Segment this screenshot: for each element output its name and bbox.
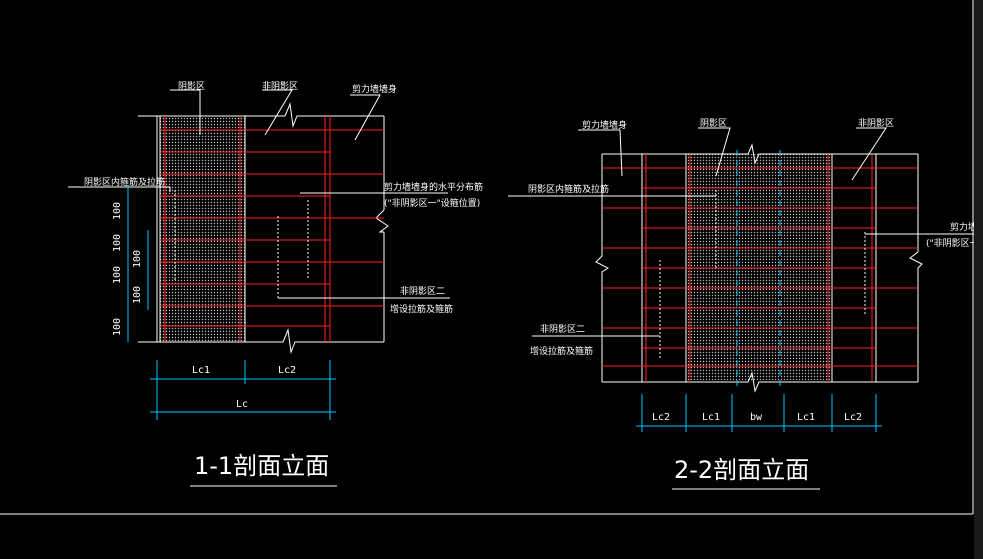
- bottom-dim-lc2: Lc2: [278, 365, 296, 376]
- section-2-leaders: [508, 127, 980, 337]
- label-hidden-stirrups: 阴影区内箍筋及拉筋: [84, 176, 165, 188]
- bottom2-dim-bw: bw: [750, 412, 763, 423]
- vdim-1: 100: [112, 202, 123, 220]
- section-2-2: 剪力墙墙身 阴影区 非阴影区 阴影区内箍筋及拉筋 剪力墙墙身 ("非阴影区一" …: [508, 117, 983, 490]
- label-wall-horizontal: 剪力墙墙身的水平分布筋: [384, 181, 483, 193]
- label-wall-horizontal-note: ("非阴影区一"设箍位置): [384, 197, 480, 209]
- label-hidden-zone: 阴影区: [178, 81, 205, 92]
- label-non-hidden-zone: 非阴影区: [262, 80, 298, 92]
- label-non-hidden-two: 非阴影区二: [400, 285, 445, 297]
- label-non-hidden-two-2: 非阴影区二: [540, 323, 585, 335]
- section-1-title: 1-1剖面立面: [194, 452, 329, 480]
- bottom-dim-lc: Lc: [236, 399, 248, 410]
- bottom-dim-lc1: Lc1: [192, 365, 210, 376]
- bottom2-dim-lc2-left: Lc2: [652, 412, 670, 423]
- bottom2-dim-lc1-left: Lc1: [702, 412, 720, 423]
- section-1-leaders: [68, 89, 450, 299]
- vdim-2: 100: [112, 234, 123, 252]
- section-1-1: 阴影区 非阴影区 剪力墙墙身 阴影区内箍筋及拉筋 剪力墙墙身的水平分布筋 ("非…: [68, 80, 483, 487]
- section-1-outline: [138, 102, 389, 354]
- label-non-hidden-zone-2: 非阴影区: [858, 117, 894, 129]
- hidden-zone-hatch: [160, 116, 245, 342]
- vdim-inner-1: 100: [132, 250, 143, 268]
- section-1-left-dims: [127, 186, 149, 342]
- section-2-stirrups: [659, 190, 866, 360]
- label-wall-body-2: 剪力墙墙身: [582, 119, 627, 131]
- label-hidden-zone-2: 阴影区: [700, 118, 727, 129]
- label-wall-body: 剪力墙墙身: [352, 83, 397, 95]
- label-non-hidden-two-note: 增设拉筋及箍筋: [390, 303, 453, 315]
- bottom2-dim-lc2-right: Lc2: [844, 412, 862, 423]
- vdim-3: 100: [112, 266, 123, 284]
- bottom2-dim-lc1-right: Lc1: [797, 412, 815, 423]
- label-hidden-stirrups-2: 阴影区内箍筋及拉筋: [528, 183, 609, 195]
- right-scrollbar[interactable]: [974, 0, 983, 559]
- section-1-stirrups: [174, 190, 309, 300]
- label-wall-horizontal-right-note: ("非阴影区一": [926, 237, 983, 249]
- label-non-hidden-two-note-2: 增设拉筋及箍筋: [530, 345, 593, 357]
- section-2-title: 2-2剖面立面: [674, 456, 809, 484]
- vdim-4: 100: [112, 318, 123, 336]
- section-2-rebars: [602, 154, 918, 382]
- section-1-bottom-dims: [150, 360, 336, 420]
- section-2-bottom-dims: [636, 394, 882, 432]
- vdim-inner-2: 100: [132, 286, 143, 304]
- section-1-rebars: [160, 116, 384, 342]
